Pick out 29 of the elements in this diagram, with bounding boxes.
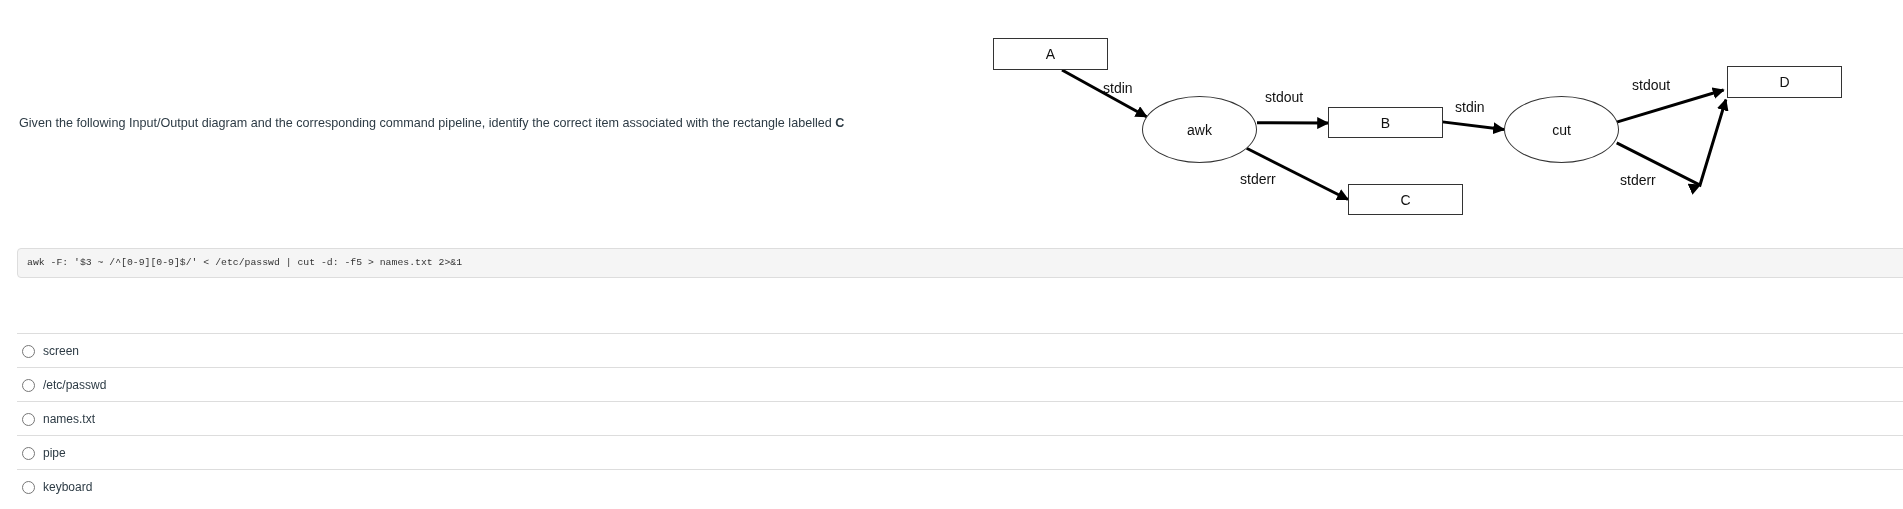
arrow (1061, 68, 1148, 119)
arrow (1616, 87, 1725, 124)
node-label: D (1779, 74, 1790, 90)
edge-label: stdin (1103, 80, 1133, 96)
io-box (1727, 66, 1842, 98)
io-box (1328, 107, 1443, 138)
node-label: awk (1187, 121, 1212, 138)
io-box (993, 38, 1108, 70)
arrow (1442, 120, 1506, 135)
node-label: cut (1552, 121, 1571, 138)
io-box (1348, 184, 1463, 215)
edge-label: stderr (1620, 172, 1656, 188)
code-block: awk -F: '$3 ~ /^[0-9][0-9]$/' < /etc/passwd | cut -d: -f5 > names.txt 2>&1 (17, 248, 1903, 278)
option-label: /etc/passwd (43, 378, 107, 392)
node-label: B (1380, 114, 1391, 131)
option-label: pipe (43, 446, 66, 460)
edge-label: stdin (1455, 99, 1485, 115)
option-label: names.txt (43, 412, 96, 426)
option-label: keyboard (43, 480, 93, 494)
arrow (1616, 98, 1729, 195)
arrow (1245, 146, 1350, 201)
edge-label: stdout (1632, 77, 1671, 93)
edge-label: stderr (1240, 171, 1276, 187)
arrow (1257, 117, 1330, 130)
option-label: screen (43, 344, 80, 358)
node-label: A (1045, 46, 1056, 62)
node-label: C (1400, 191, 1411, 208)
edge-label: stdout (1265, 89, 1304, 105)
question-text: Given the following Input/Output diagram and the corresponding command pipeline, identify the correct item associated with the rectangle labelled C (19, 116, 845, 130)
